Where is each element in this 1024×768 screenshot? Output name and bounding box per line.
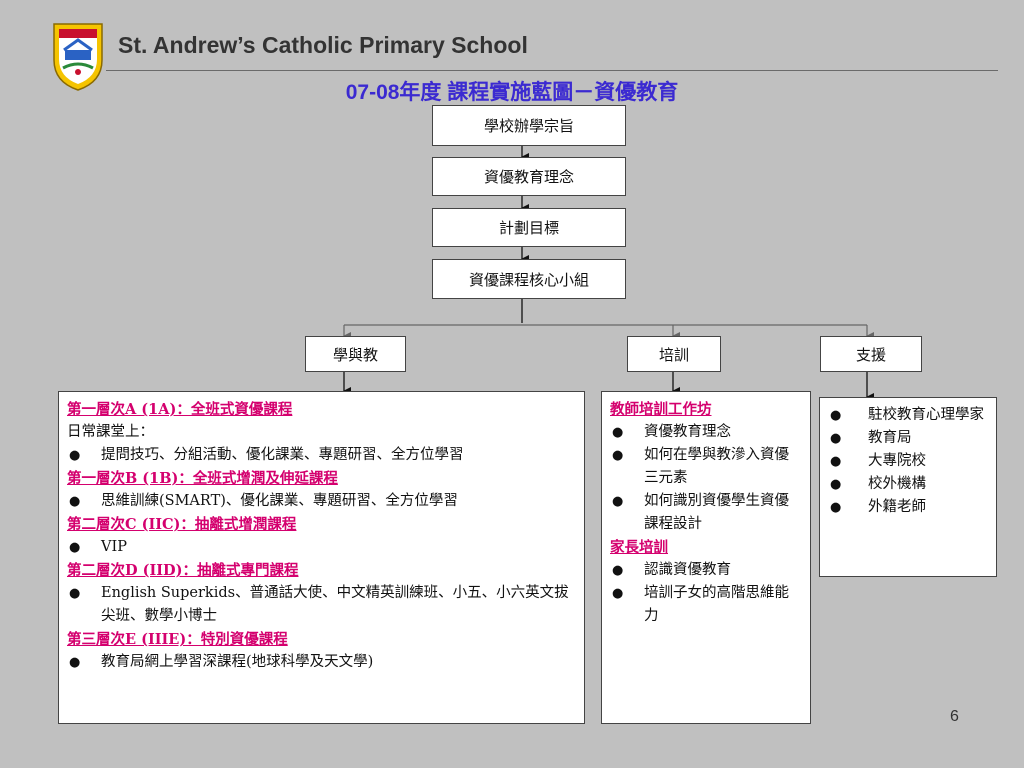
teacher-workshop-item: 如何在學與教滲入資優三元素: [610, 444, 802, 490]
parent-training-item: 認識資優教育: [610, 559, 802, 582]
level-iiie-item: 教育局網上學習深課程(地球科學及天文學): [67, 651, 576, 674]
support-item: 教育局: [828, 427, 988, 450]
level-iic-item: VIP: [67, 536, 576, 559]
level-1b-heading: 第一層次B (1B)：全班式增潤及伸延課程: [67, 470, 338, 487]
teacher-workshop-heading: 教師培訓工作坊: [610, 401, 712, 418]
school-name: St. Andrew’s Catholic Primary School: [118, 32, 528, 58]
objectives-box: 計劃目標: [432, 208, 626, 247]
parent-training-heading: 家長培訓: [610, 539, 668, 556]
support-box: 支援: [820, 336, 922, 372]
philosophy-box: 資優教育理念: [432, 157, 626, 196]
level-iic-heading: 第二層次C (IIC)：抽離式增潤課程: [67, 516, 297, 533]
school-crest-logo: [53, 23, 103, 91]
teacher-workshop-item: 資優教育理念: [610, 421, 802, 444]
training-box: 培訓: [627, 336, 721, 372]
training-panel: 教師培訓工作坊 資優教育理念 如何在學與教滲入資優三元素 如何識別資優學生資優課…: [601, 391, 811, 724]
level-iid-item: English Superkids、普通話大使、中文精英訓練班、小五、小六英文拔…: [67, 582, 576, 628]
teaching-panel: 第一層次A (1A)：全班式資優課程 日常課堂上： 提問技巧、分組活動、優化課業…: [58, 391, 585, 724]
level-1a-heading: 第一層次A (1A)：全班式資優課程: [67, 401, 293, 418]
level-iiie-heading: 第三層次E (IIIE)：特別資優課程: [67, 631, 288, 648]
support-item: 外籍老師: [828, 496, 988, 519]
level-1b-item: 思維訓練(SMART)、優化課業、專題研習、全方位學習: [67, 490, 576, 513]
support-panel: 駐校教育心理學家 教育局 大專院校 校外機構 外籍老師: [819, 397, 997, 577]
level-1a-item: 提問技巧、分組活動、優化課業、專題研習、全方位學習: [67, 444, 576, 467]
header-divider: [106, 70, 998, 71]
mission-box: 學校辦學宗旨: [432, 105, 626, 146]
teacher-workshop-item: 如何識別資優學生資優課程設計: [610, 490, 802, 536]
support-item: 大專院校: [828, 450, 988, 473]
level-1a-intro: 日常課堂上：: [67, 424, 154, 440]
support-item: 駐校教育心理學家: [828, 404, 988, 427]
page-number: 6: [950, 708, 959, 725]
level-iid-heading: 第二層次D (IID)：抽離式專門課程: [67, 562, 299, 579]
parent-training-item: 培訓子女的高階思維能力: [610, 582, 802, 628]
core-team-box: 資優課程核心小組: [432, 259, 626, 299]
slide-title: 07-08年度 課程實施藍圖－資優教育: [345, 81, 679, 104]
support-item: 校外機構: [828, 473, 988, 496]
teaching-box: 學與教: [305, 336, 406, 372]
